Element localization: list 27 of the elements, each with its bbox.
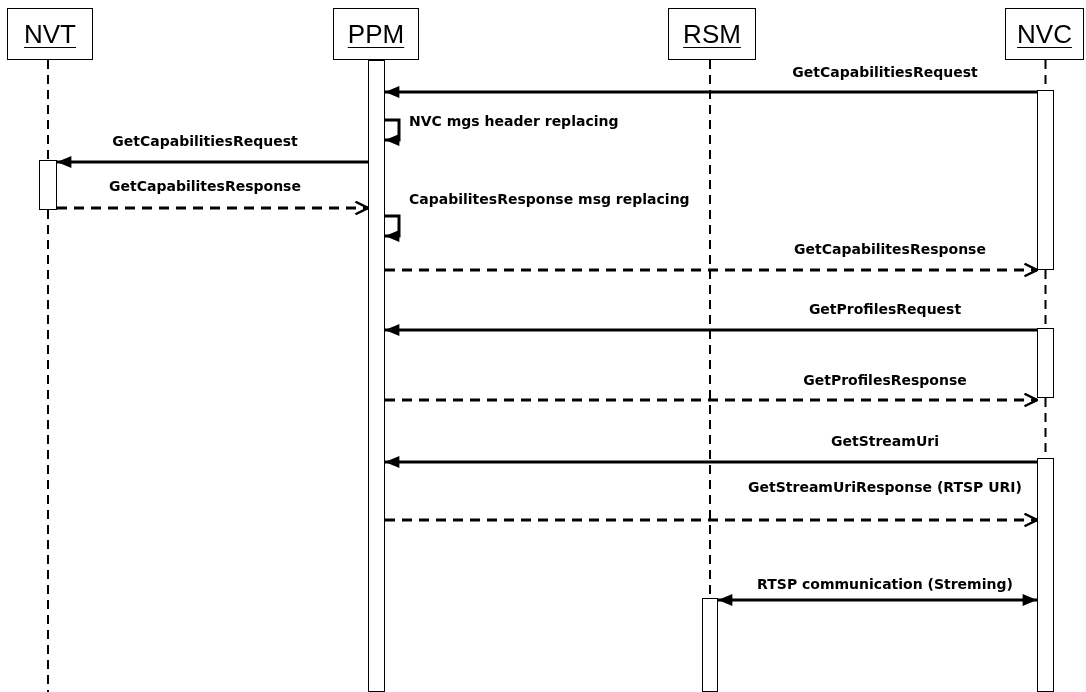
participant-name: PPM [347, 21, 405, 47]
activation-bar [1037, 458, 1054, 692]
participant-box [668, 8, 756, 60]
message-arrow [385, 214, 401, 242]
lifeline [47, 209, 49, 692]
participant-name: NVT [24, 21, 76, 47]
participant-box [7, 8, 93, 60]
message-arrow [57, 156, 368, 168]
message-arrow [385, 118, 401, 146]
participant-name: RSM [683, 21, 741, 47]
activation-bar [39, 160, 57, 210]
activation-bar [1037, 90, 1054, 270]
activation-bar [1037, 328, 1054, 398]
activation-bar [702, 598, 718, 692]
participant-name: NVC [1017, 21, 1072, 47]
message-arrow [385, 324, 1037, 336]
message-arrow [385, 512, 1039, 528]
message-arrow [385, 456, 1037, 468]
message-arrow [57, 200, 370, 216]
message-arrow [718, 594, 1037, 606]
lifeline [47, 59, 49, 161]
activation-bar [368, 60, 385, 692]
message-arrow [385, 392, 1039, 408]
message-arrow [385, 86, 1037, 98]
participant-box [1005, 8, 1084, 60]
participant-box [333, 8, 419, 60]
message-arrow [385, 262, 1039, 278]
